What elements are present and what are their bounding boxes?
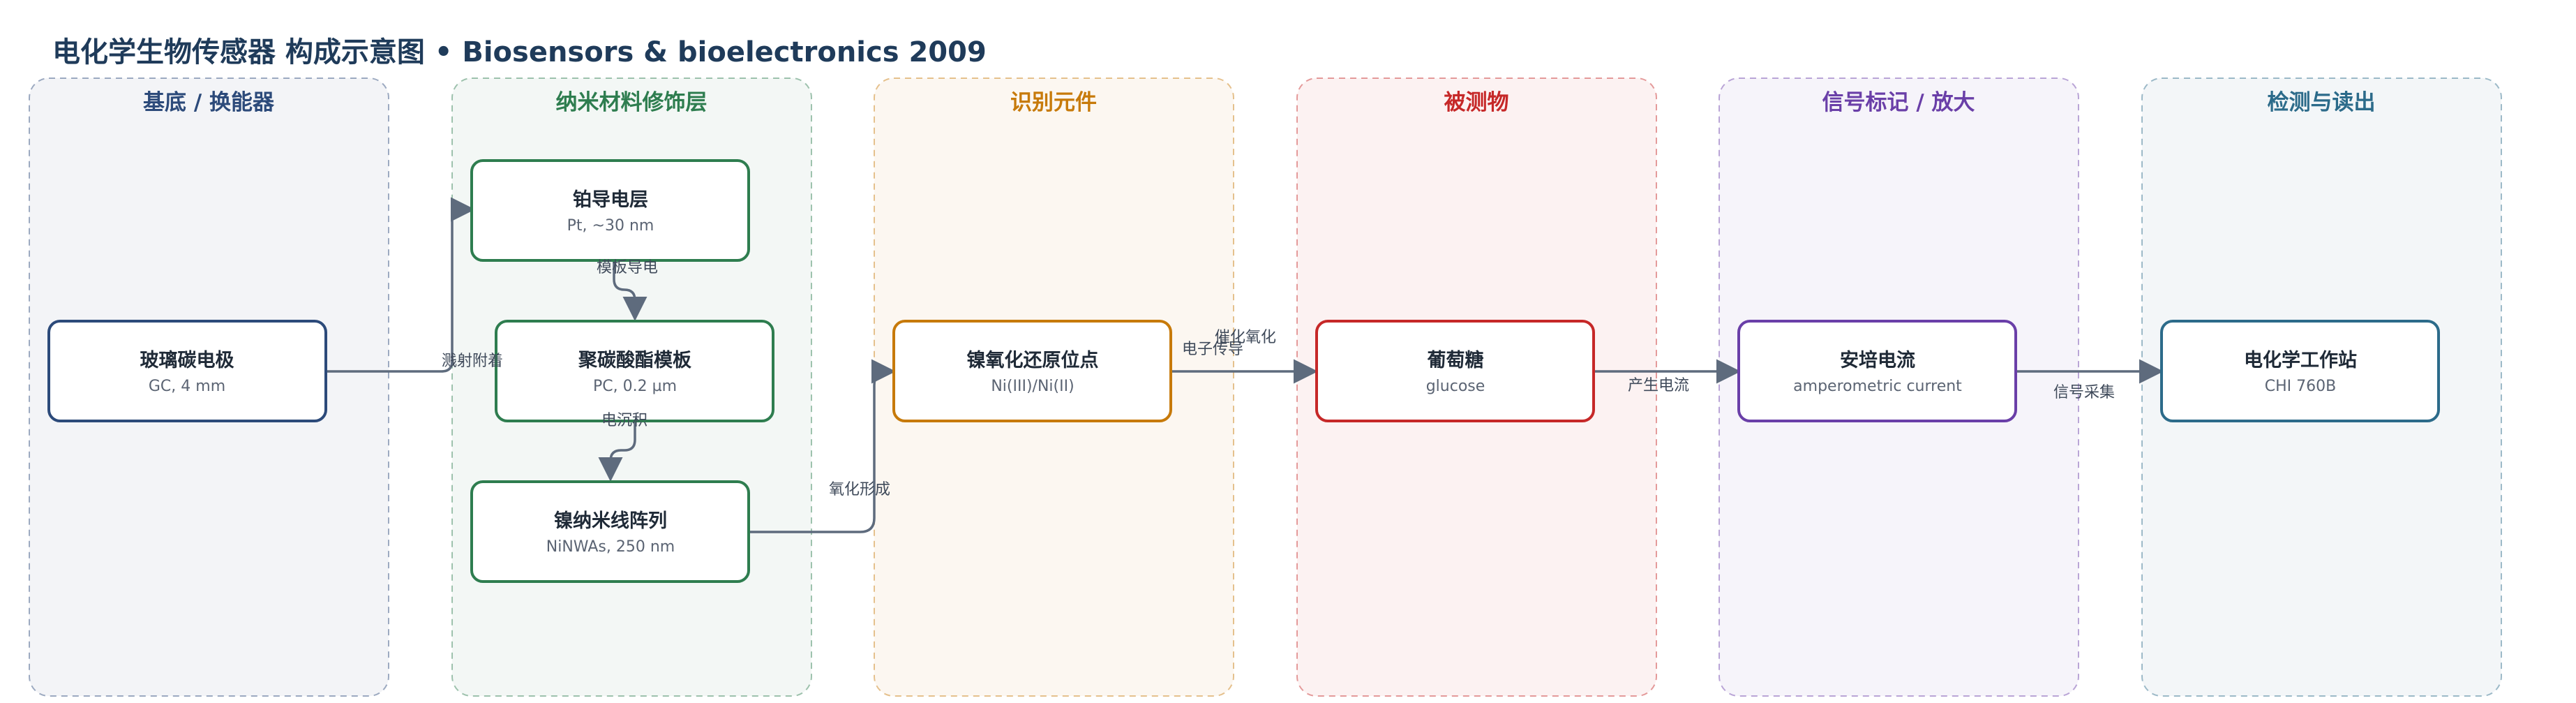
node-gc-box	[47, 320, 327, 422]
node-gc-label: 玻璃碳电极	[140, 350, 234, 371]
node-glucose: 葡萄糖 glucose	[1315, 320, 1595, 422]
node-pc-box	[495, 320, 774, 422]
edge-pt-to-pc	[613, 260, 647, 321]
node-glucose-sub: glucose	[1426, 378, 1485, 395]
edges	[326, 197, 2164, 533]
node-pt-sub: Pt, ~30 nm	[567, 217, 654, 235]
edge-niw-to-redox	[748, 359, 896, 533]
node-chi-sub: CHI 760B	[2265, 378, 2336, 395]
lane-title-readout: 检测与读出	[2268, 90, 2376, 115]
node-chi: 电化学工作站 CHI 760B	[2160, 320, 2440, 422]
edge-label-gc-pt: 溅射附着	[442, 353, 503, 370]
node-niw-label: 镍纳米线阵列	[554, 510, 667, 532]
node-pt-box	[470, 159, 750, 262]
edge-gc-to-pt	[326, 197, 475, 373]
edge-label-pt-pc: 模板导电	[597, 259, 658, 276]
node-pc-label: 聚碳酸酯模板	[578, 350, 691, 371]
node-chi-label: 电化学工作站	[2244, 349, 2357, 371]
node-niw-box	[470, 480, 750, 583]
node-redox: 镍氧化还原位点 Ni(III)/Ni(II)	[892, 320, 1172, 422]
node-redox-label: 镍氧化还原位点	[967, 349, 1099, 371]
lane-title-signal: 信号标记 / 放大	[1822, 90, 1975, 115]
node-current: 安培电流 amperometric current	[1737, 320, 2017, 422]
lane-title-substrate: 基底 / 换能器	[143, 90, 275, 115]
node-current-label: 安培电流	[1840, 350, 1915, 371]
edge-labels: 溅射附着 模板导电 电沉积 氧化形成 催化氧化 电子传导 产生电流 信号采集	[442, 259, 2115, 498]
edge-label-niw-redox: 氧化形成	[829, 481, 890, 498]
node-glucose-label: 葡萄糖	[1428, 349, 1484, 371]
node-gc: 玻璃碳电极 GC, 4 mm	[47, 320, 327, 422]
diagram-title: 电化学生物传感器 构成示意图 • Biosensors & bioelectro…	[52, 36, 987, 68]
node-glucose-box	[1315, 320, 1595, 422]
edge-label-current-chi: 信号采集	[2053, 384, 2115, 401]
lane-title-recognition: 识别元件	[1010, 90, 1097, 115]
node-redox-sub: Ni(III)/Ni(II)	[991, 378, 1074, 395]
node-current-sub: amperometric current	[1793, 378, 1962, 395]
edge-label-redox-glucose: 催化氧化	[1215, 329, 1276, 346]
edge-label-pc-niw: 电沉积	[601, 412, 647, 429]
node-pt: 铂导电层 Pt, ~30 nm	[470, 159, 750, 262]
edge-label-glucose-current: 产生电流	[1628, 377, 1689, 394]
lane-title-analyte: 被测物	[1444, 90, 1509, 115]
edge-pc-to-niw	[598, 420, 636, 482]
node-pc: 聚碳酸酯模板 PC, 0.2 µm	[495, 320, 774, 422]
node-redox-box	[892, 320, 1172, 422]
node-pc-sub: PC, 0.2 µm	[593, 378, 677, 395]
node-gc-sub: GC, 4 mm	[149, 378, 225, 395]
lane-title-nano: 纳米材料修饰层	[556, 90, 707, 115]
node-current-box	[1737, 320, 2017, 422]
node-niw-sub: NiNWAs, 250 nm	[546, 538, 675, 556]
edge-label-glucose-redox: 电子传导	[1182, 341, 1243, 358]
node-chi-box	[2160, 320, 2440, 422]
node-niw: 镍纳米线阵列 NiNWAs, 250 nm	[470, 480, 750, 583]
node-pt-label: 铂导电层	[573, 188, 648, 211]
